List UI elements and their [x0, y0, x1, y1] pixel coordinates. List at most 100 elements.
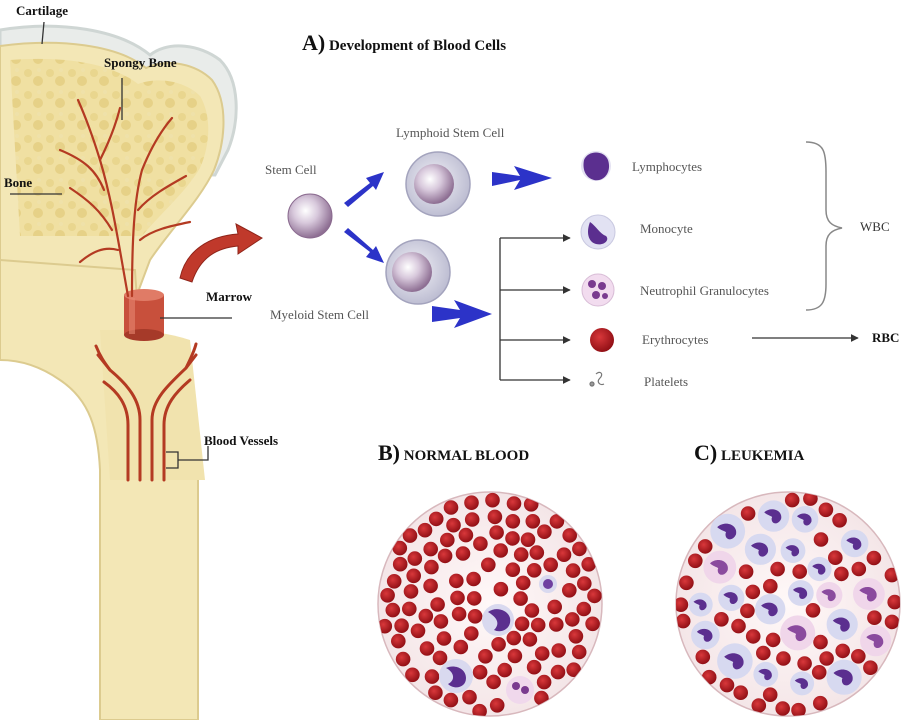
leukemia-white-blood-cell — [688, 592, 713, 617]
red-blood-cell — [863, 660, 878, 675]
red-blood-cell — [522, 632, 538, 647]
red-blood-cell — [406, 568, 422, 584]
neutrophil-cell — [581, 273, 615, 307]
stem-cell — [287, 193, 333, 239]
red-blood-cell — [762, 687, 778, 702]
leukemia-white-blood-cell — [703, 550, 737, 584]
panel-b-letter: B) — [378, 440, 400, 465]
red-blood-cell — [392, 556, 408, 572]
red-blood-cell — [792, 564, 807, 579]
leukemia-white-blood-cell — [791, 506, 819, 533]
lymphocytes-label: Lymphocytes — [632, 159, 703, 174]
bone-label: Bone — [4, 175, 33, 190]
red-blood-cell — [867, 610, 882, 625]
red-blood-cell — [481, 557, 496, 573]
blue-arrows — [344, 166, 552, 328]
bone-illustration — [0, 21, 263, 720]
red-blood-cell — [513, 547, 529, 562]
leukemia-white-blood-cell — [753, 661, 779, 687]
leukemia-wbc-group — [688, 500, 892, 696]
red-blood-cell — [740, 506, 756, 521]
rbc-label: RBC — [872, 330, 900, 345]
normal-rbc-group — [378, 492, 602, 716]
red-blood-cell — [392, 540, 408, 556]
red-blood-cell — [524, 603, 540, 618]
normal-wbc — [482, 604, 514, 636]
red-blood-cell — [851, 649, 866, 664]
red-blood-cell — [714, 612, 729, 627]
red-blood-cell — [701, 669, 717, 685]
red-blood-cell — [423, 578, 438, 594]
red-blood-cell — [549, 514, 565, 529]
leukemia-white-blood-cell — [816, 582, 843, 609]
red-blood-cell — [576, 601, 592, 617]
red-blood-cell — [811, 665, 827, 680]
panel-c-letter: C) — [694, 440, 718, 465]
red-blood-cell — [436, 631, 452, 646]
stem-cell-label: Stem Cell — [265, 162, 317, 177]
platelets-label: Platelets — [644, 374, 689, 389]
myeloid-stem-cell — [385, 239, 451, 305]
red-blood-cell — [676, 613, 691, 629]
leukemia-white-blood-cell — [755, 594, 786, 625]
blood-vessels-upper — [58, 98, 192, 298]
leukemia-white-blood-cell — [757, 500, 790, 532]
red-blood-cell — [534, 646, 550, 661]
panel-b-heading: B) NORMAL BLOOD — [378, 442, 529, 464]
leukemia-white-blood-cell — [710, 513, 746, 549]
panel-c-title: LEUKEMIA — [720, 448, 805, 464]
red-blood-cell — [394, 618, 409, 633]
panel-a-title: Development of Blood Cells — [328, 38, 507, 54]
lymphocyte-cell — [581, 151, 611, 181]
red-blood-cell — [571, 644, 587, 660]
red-blood-cell — [486, 674, 501, 690]
red-blood-cell — [455, 546, 471, 561]
normal-blood-smear — [377, 491, 603, 717]
leukemia-white-blood-cell — [780, 538, 806, 563]
red-blood-cell — [851, 561, 867, 577]
leukemia-white-blood-cell — [744, 533, 777, 565]
red-blood-cell — [884, 614, 900, 630]
leukemia-white-blood-cell — [780, 615, 816, 651]
red-blood-cell — [424, 669, 440, 684]
lymphoid-stem-cell — [405, 151, 471, 217]
lymphoid-stem-cell-label: Lymphoid Stem Cell — [396, 125, 505, 140]
red-blood-cell — [756, 645, 771, 661]
normal-wbc — [539, 575, 557, 593]
red-blood-cell — [506, 630, 522, 646]
red-blood-cell — [813, 532, 829, 547]
red-blood-cell — [784, 492, 800, 508]
red-blood-cell — [443, 692, 459, 708]
leukemia-white-blood-cell — [860, 625, 892, 657]
red-blood-cell — [446, 517, 461, 533]
red-blood-cell — [505, 531, 520, 546]
red-blood-cell — [791, 702, 806, 716]
red-blood-cell — [803, 492, 818, 506]
leukemia-white-blood-cell — [691, 620, 720, 650]
red-blood-cell — [738, 564, 754, 579]
red-blood-cell — [562, 528, 577, 543]
wbc-brace — [805, 141, 843, 311]
arrow-lymphoid-to-lymphocytes — [492, 166, 552, 190]
red-blood-cell — [417, 522, 433, 538]
myeloid-stem-cell-label: Myeloid Stem Cell — [270, 307, 369, 322]
red-blood-cell — [432, 650, 448, 666]
red-blood-cell — [430, 597, 445, 612]
red-blood-cell — [566, 662, 581, 677]
red-blood-cell — [491, 637, 506, 652]
red-blood-cell — [489, 698, 505, 713]
red-blood-cell — [464, 495, 479, 511]
normal-wbc — [439, 659, 473, 693]
red-blood-cell — [449, 573, 464, 589]
red-blood-cell — [391, 633, 406, 649]
erythrocytes-label: Erythrocytes — [642, 332, 709, 347]
monocyte-label: Monocyte — [640, 221, 693, 236]
arrow-stem-to-myeloid — [344, 228, 384, 263]
red-blood-cell — [813, 695, 828, 711]
spongy-bone-label: Spongy Bone — [104, 55, 177, 70]
red-blood-cell — [556, 547, 572, 562]
red-blood-cell — [585, 616, 600, 632]
red-blood-cell — [534, 690, 549, 706]
wbc-label: WBC — [860, 219, 890, 234]
